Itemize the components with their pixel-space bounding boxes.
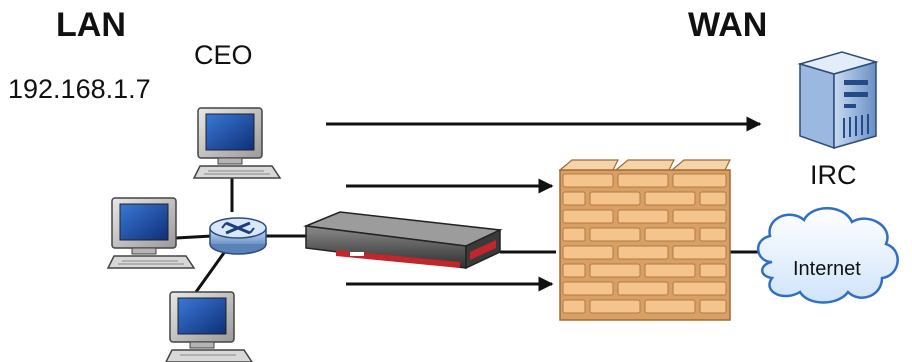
cloud-icon xyxy=(758,208,898,302)
left-pc-link xyxy=(176,236,212,238)
firewall-icon xyxy=(560,160,730,320)
computer-icon xyxy=(108,198,194,268)
server-icon xyxy=(800,52,876,148)
wan-title: WAN xyxy=(688,6,767,45)
bottom-pc-link xyxy=(196,250,226,292)
computer-icon xyxy=(194,108,280,178)
computer-icon xyxy=(166,292,252,362)
irc-label: IRC xyxy=(810,160,857,191)
ceo-ip-label: 192.168.1.7 xyxy=(8,74,151,105)
router-icon xyxy=(210,218,266,254)
internet-label: Internet xyxy=(793,258,861,281)
firewall-appliance-icon xyxy=(306,212,500,268)
ceo-label: CEO xyxy=(194,40,253,71)
lan-title: LAN xyxy=(56,6,126,45)
